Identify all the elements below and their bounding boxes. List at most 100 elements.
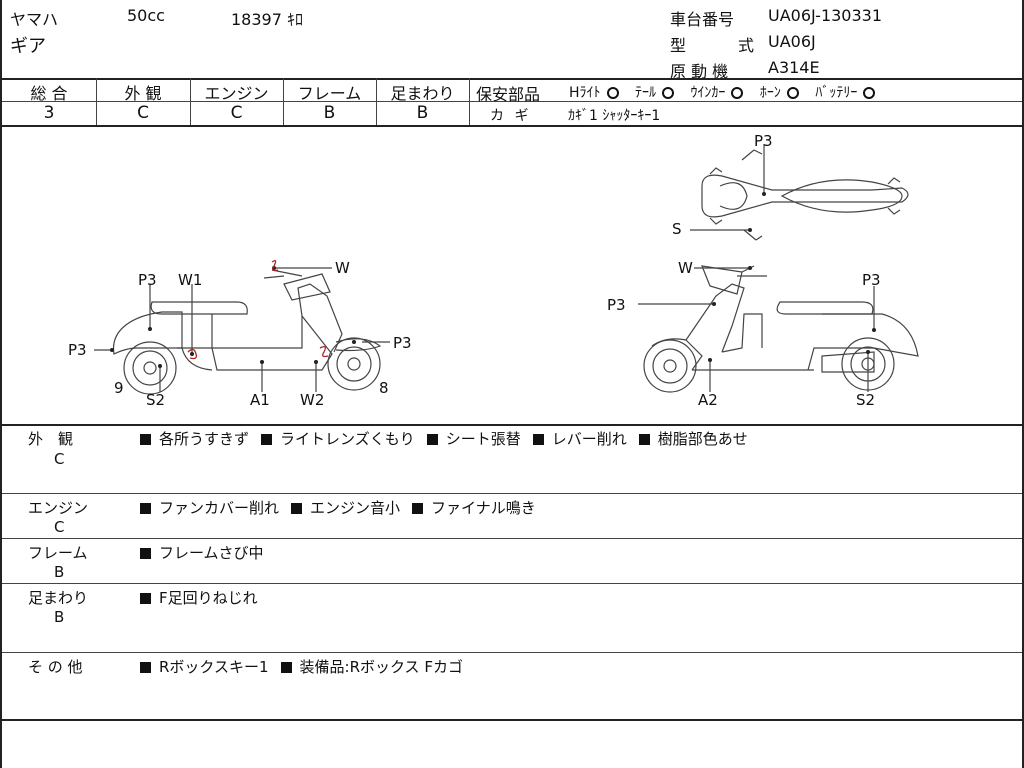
ok-mark-icon: [606, 87, 619, 99]
label-s-top: S: [672, 220, 682, 238]
grade-engine-label: エンジン: [204, 84, 269, 103]
label-p3-top: P3: [754, 132, 773, 150]
grade-overall-value: 3: [43, 103, 55, 123]
divider: [2, 493, 1022, 494]
label-p3-seat-right: P3: [862, 271, 881, 289]
label-w2: W2: [300, 391, 324, 409]
col-divider: [283, 78, 284, 125]
section-engine-items: ファンカバー削れエンジン音小ファイナル鳴き: [140, 497, 548, 518]
section-frame-title: フレーム: [28, 544, 88, 562]
model-code: UA06J: [768, 32, 816, 51]
engine-code: A314E: [768, 58, 820, 77]
label-w-right: W: [678, 259, 693, 277]
safety-divider: [470, 101, 1022, 102]
label-w1: W1: [178, 271, 202, 289]
frame-no-label: 車台番号: [670, 10, 735, 29]
label-p3-rear-left: P3: [68, 341, 87, 359]
grade-engine-value: C: [230, 103, 243, 123]
key-value: ｶｷﾞ1 ｼｬｯﾀｰｷｰ1: [568, 108, 661, 124]
bullet-icon: [140, 433, 151, 445]
divider: [2, 583, 1022, 584]
section-other-title: そ の 他: [28, 658, 83, 676]
damage-diagram: W P3 W1 P3 P3 9 8 S2 A1 W2 P3 S W P3 P3 …: [68, 132, 919, 409]
section-suspension-title: 足まわり: [28, 589, 89, 607]
engine-label: 原 動 機: [670, 62, 729, 81]
section-frame-grade: B: [54, 563, 65, 581]
section-exterior-grade: C: [54, 450, 65, 468]
bullet-icon: [280, 661, 292, 673]
col-divider: [96, 78, 97, 125]
section-exterior-items: 各所うすきずライトレンズくもりシート張替レバー削れ樹脂部色あせ: [140, 428, 760, 449]
ok-mark-icon: [863, 87, 876, 99]
label-a1: A1: [250, 391, 270, 409]
grade-suspension-value: B: [416, 103, 429, 123]
safety-parts-list: Hﾗｲﾄ ﾃｰﾙ ｳｲﾝｶｰ ﾎｰﾝ ﾊﾞｯﾃﾘｰ: [569, 82, 887, 102]
label-w-left: W: [335, 259, 350, 277]
ok-mark-icon: [786, 87, 799, 99]
grade-table-bottom: [2, 125, 1022, 127]
bullet-icon: [532, 433, 544, 445]
grade-exterior-value: C: [137, 103, 149, 123]
damage-marks: [187, 260, 329, 360]
grade-header-divider: [2, 101, 470, 102]
safety-winker: ｳｲﾝｶｰ: [690, 82, 744, 102]
label-9: 9: [114, 379, 124, 397]
key-label: カ ギ: [490, 108, 529, 124]
bullet-icon: [140, 502, 151, 514]
bullet-icon: [412, 502, 424, 514]
scooter-top-view: [701, 149, 909, 241]
label-8: 8: [379, 379, 389, 397]
leader-lines: [94, 144, 875, 392]
section-engine-title: エンジン: [28, 499, 89, 517]
label-p3-front-right: P3: [607, 296, 626, 314]
safety-battery: ﾊﾞｯﾃﾘｰ: [815, 82, 876, 102]
label-s2-left: S2: [146, 391, 165, 409]
bullet-icon: [140, 661, 151, 673]
mileage: 18397 ｷﾛ: [231, 10, 303, 29]
bullet-icon: [140, 547, 151, 559]
model-label-2: 式: [738, 36, 755, 55]
safety-parts-label: 保安部品: [476, 85, 541, 104]
ok-mark-icon: [731, 87, 744, 99]
col-divider: [190, 78, 191, 125]
bullet-icon: [638, 433, 650, 445]
section-engine-grade: C: [54, 518, 65, 536]
remarks-bottom: [2, 719, 1022, 721]
section-frame-items: フレームさび中: [140, 542, 276, 563]
ok-mark-icon: [661, 87, 674, 99]
bullet-icon: [291, 502, 303, 514]
divider: [2, 652, 1022, 653]
scooter-left-view: [113, 269, 382, 395]
col-divider: [469, 78, 470, 125]
bullet-icon: [140, 592, 151, 604]
maker: ヤマハ: [10, 10, 59, 29]
section-suspension-grade: B: [54, 608, 65, 626]
scooter-right-view: [643, 265, 919, 393]
displacement: 50cc: [127, 6, 165, 25]
section-exterior-title: 外 観: [28, 430, 74, 448]
grade-frame-label: フレーム: [297, 84, 362, 103]
remarks-top: [2, 424, 1022, 426]
frame-no: UA06J-130331: [768, 6, 883, 25]
grade-table-top: [2, 78, 1022, 80]
bullet-icon: [261, 433, 273, 445]
bullet-icon: [426, 433, 438, 445]
model-label-1: 型: [670, 36, 687, 55]
label-p3-seat-left: P3: [138, 271, 157, 289]
grade-frame-value: B: [323, 103, 336, 123]
safety-headlight: Hﾗｲﾄ: [569, 82, 619, 102]
safety-taillight: ﾃｰﾙ: [635, 82, 674, 102]
divider: [2, 538, 1022, 539]
grade-overall-label: 総 合: [30, 84, 68, 103]
section-suspension-items: F足回りねじれ: [140, 587, 270, 608]
label-p3-front-left: P3: [393, 334, 412, 352]
safety-horn: ﾎｰﾝ: [760, 82, 799, 102]
model-name: ギア: [10, 36, 46, 57]
grade-suspension-label: 足まわり: [390, 84, 455, 103]
marker-dots: [110, 192, 876, 368]
grade-exterior-label: 外 観: [124, 84, 162, 103]
label-a2: A2: [698, 391, 718, 409]
col-divider: [376, 78, 377, 125]
